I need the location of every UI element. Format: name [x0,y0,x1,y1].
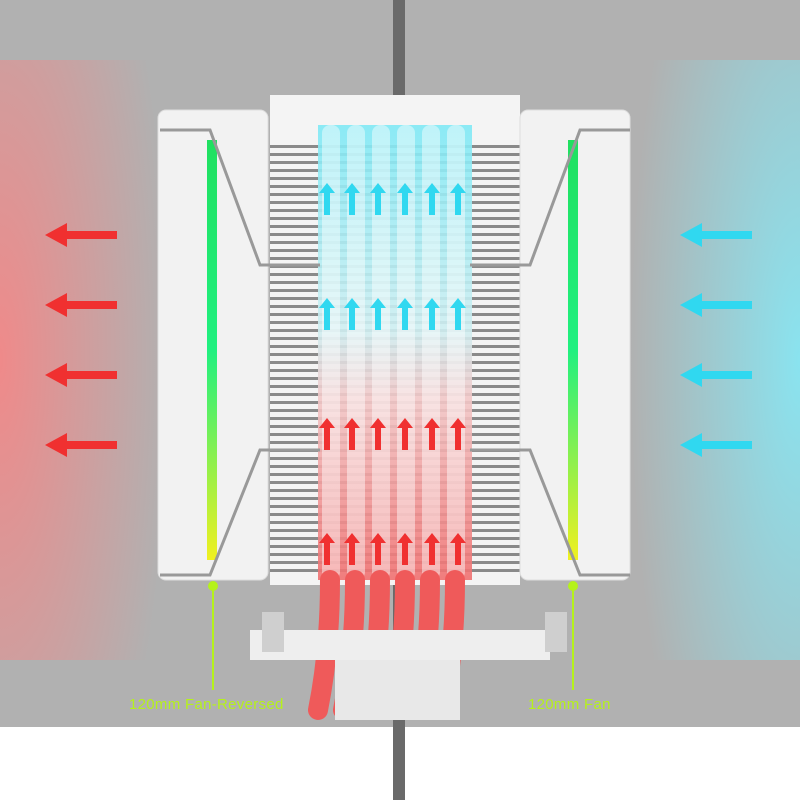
up-arrow [424,183,440,215]
left-outflow-arrow [45,223,117,247]
up-arrow [344,418,360,450]
up-arrow [450,533,466,565]
heatpipe-upper [422,125,440,580]
up-arrow [370,418,386,450]
up-arrow [397,183,413,215]
up-arrow [424,418,440,450]
left-fan-rgb-strip [207,140,217,560]
heatpipe-upper [322,125,340,580]
up-arrow [424,533,440,565]
up-arrow [344,298,360,330]
heatpipe-upper [447,125,465,580]
right-inflow-arrow [680,223,752,247]
right-screw [545,612,567,652]
left-screw [262,612,284,652]
right-inflow-arrow [680,363,752,387]
left-fan-label: 120mm Fan-Reversed [129,696,284,713]
right-fan-rgb-strip [568,140,578,560]
side-airflow-arrows [45,223,752,457]
left-pointer-dot [208,581,218,591]
up-arrow [319,183,335,215]
mounting-bracket [250,630,550,660]
hot-air-plume [0,60,170,660]
up-arrow [319,533,335,565]
up-arrow [344,533,360,565]
right-inflow-arrow [680,293,752,317]
right-pointer-dot [568,581,578,591]
left-outflow-arrow [45,433,117,457]
up-arrow [370,298,386,330]
right-fan-label: 120mm Fan [528,696,611,713]
left-outflow-arrow [45,363,117,387]
up-arrow [397,418,413,450]
left-fan-clip [160,128,320,577]
up-arrow [319,418,335,450]
left-outflow-arrow [45,293,117,317]
flow-arrows [319,183,466,565]
airflow-channel [318,125,472,580]
up-arrow [450,183,466,215]
heatpipe-upper [347,125,365,580]
up-arrow [370,183,386,215]
heatpipe-upper [372,125,390,580]
up-arrow [319,298,335,330]
up-arrow [450,418,466,450]
up-arrow [450,298,466,330]
up-arrow [370,533,386,565]
heatpipe-upper [397,125,415,580]
up-arrow [424,298,440,330]
cool-air-plume [630,60,800,660]
up-arrow [397,298,413,330]
up-arrow [344,183,360,215]
right-inflow-arrow [680,433,752,457]
cpu-base [335,660,460,720]
right-fan-clip [470,128,630,577]
up-arrow [397,533,413,565]
